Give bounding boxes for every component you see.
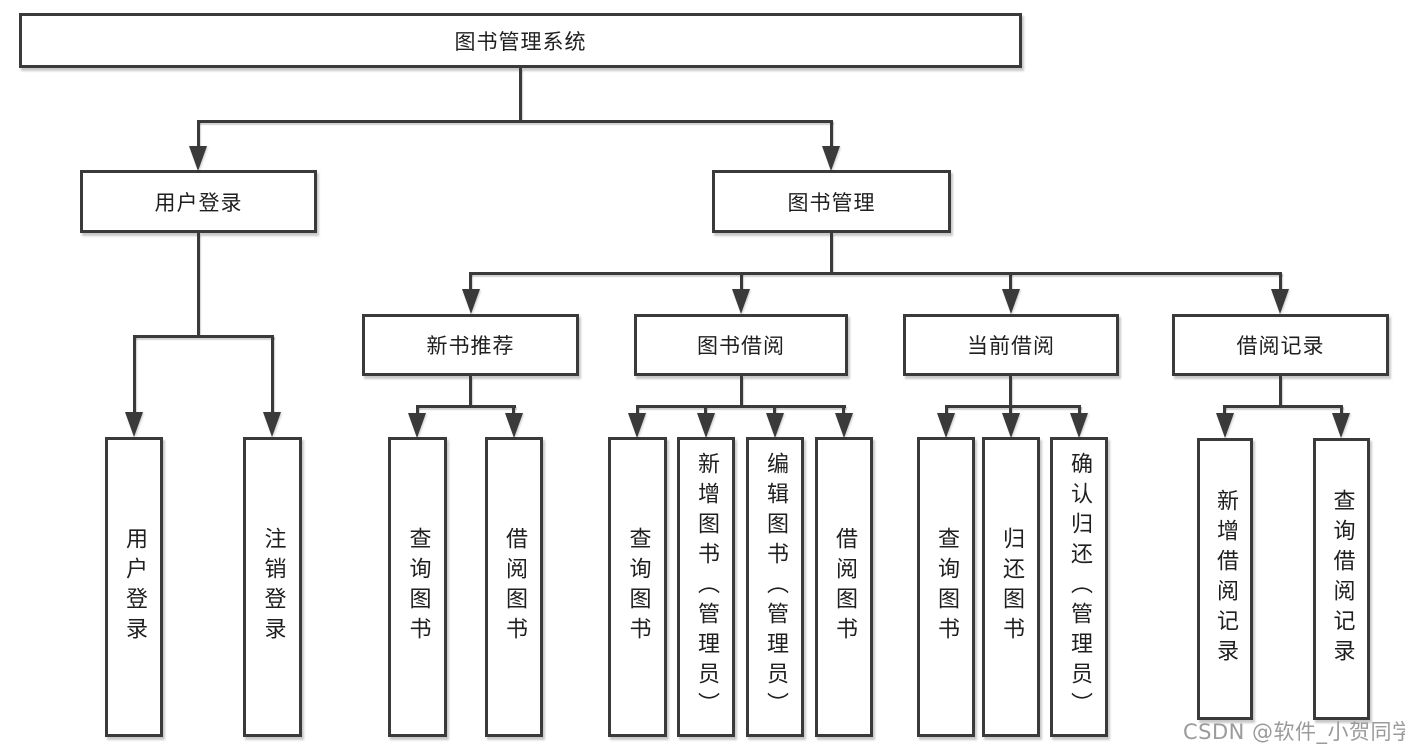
arrowhead-icon — [263, 412, 281, 437]
arrowhead-icon — [1332, 413, 1350, 438]
arrowhead-icon — [505, 413, 523, 438]
arrowhead-icon — [408, 413, 426, 438]
connector-line — [945, 405, 948, 413]
node-leaf-user-login: 用户登录 — [105, 437, 163, 737]
connector-line — [197, 233, 200, 335]
leaf-label: 确认归还（管理员） — [1067, 452, 1092, 722]
leaf-label: 新增借阅记录 — [1213, 489, 1238, 669]
arrowhead-icon — [462, 289, 480, 314]
node-leaf-add-book-admin: 新增图书（管理员） — [677, 437, 735, 737]
arrowhead-icon — [822, 146, 840, 171]
node-book-management: 图书管理 — [712, 170, 951, 233]
connector-line — [1223, 405, 1343, 408]
node-user-login: 用户登录 — [80, 170, 317, 233]
connector-line — [133, 335, 136, 412]
connector-line — [416, 405, 516, 408]
leaf-label: 查询图书 — [405, 527, 431, 647]
connector-line — [740, 272, 743, 289]
connector-line — [1279, 272, 1282, 289]
node-leaf-logout: 注销登录 — [243, 437, 302, 737]
connector-line — [636, 405, 846, 408]
node-leaf-query-books-current: 查询图书 — [917, 437, 975, 737]
node-new-book-recommendation: 新书推荐 — [362, 314, 579, 376]
leaf-label: 借阅图书 — [502, 527, 527, 647]
connector-line — [469, 376, 472, 405]
node-book-borrowing: 图书借阅 — [634, 314, 848, 376]
arrowhead-icon — [732, 289, 750, 314]
node-leaf-borrow-books-recommend: 借阅图书 — [485, 437, 543, 737]
arrowhead-icon — [1002, 413, 1020, 438]
node-leaf-query-books-recommend: 查询图书 — [388, 437, 447, 737]
leaf-label: 用户登录 — [122, 527, 147, 647]
leaf-label: 查询图书 — [934, 527, 959, 647]
node-leaf-edit-book-admin: 编辑图书（管理员） — [746, 437, 804, 737]
connector-line — [133, 335, 274, 338]
connector-line — [271, 335, 274, 412]
arrowhead-icon — [937, 413, 955, 438]
connector-line — [830, 233, 833, 272]
connector-line — [1009, 272, 1012, 289]
node-leaf-query-borrow-record: 查询借阅记录 — [1313, 438, 1370, 720]
connector-line — [1223, 405, 1226, 413]
node-leaf-borrow-books: 借阅图书 — [815, 437, 873, 737]
connector-line — [842, 405, 845, 413]
connector-line — [512, 405, 515, 413]
connector-line — [416, 405, 419, 413]
connector-line — [1009, 405, 1012, 413]
arrowhead-icon — [628, 413, 646, 438]
node-leaf-return-book: 归还图书 — [982, 437, 1040, 737]
leaf-label: 编辑图书（管理员） — [763, 452, 788, 722]
arrowhead-icon — [189, 146, 207, 171]
connector-line — [197, 120, 833, 123]
arrowhead-icon — [1271, 289, 1289, 314]
arrowhead-icon — [1002, 289, 1020, 314]
connector-line — [704, 405, 707, 413]
connector-line — [636, 405, 639, 413]
node-book-management-system: 图书管理系统 — [19, 13, 1022, 68]
leaf-label: 注销登录 — [260, 527, 286, 647]
connector-line — [1279, 376, 1282, 405]
node-leaf-add-borrow-record: 新增借阅记录 — [1197, 438, 1253, 720]
connector-line — [469, 272, 472, 289]
connector-line — [740, 376, 743, 405]
connector-line — [1340, 405, 1343, 413]
node-borrowing-records: 借阅记录 — [1172, 314, 1389, 376]
connector-line — [773, 405, 776, 413]
leaf-label: 借阅图书 — [832, 527, 857, 647]
leaf-label: 新增图书（管理员） — [694, 452, 719, 722]
connector-line — [519, 68, 522, 120]
connector-line — [830, 120, 833, 146]
arrowhead-icon — [125, 412, 143, 437]
arrowhead-icon — [1216, 413, 1234, 438]
leaf-label: 查询图书 — [625, 527, 651, 647]
arrowhead-icon — [835, 413, 853, 438]
arrowhead-icon — [766, 413, 784, 438]
arrowhead-icon — [697, 413, 715, 438]
connector-line — [469, 272, 1282, 275]
connector-line — [1078, 405, 1081, 413]
node-leaf-query-books-borrow: 查询图书 — [608, 437, 667, 737]
leaf-label: 归还图书 — [999, 527, 1024, 647]
leaf-label: 查询借阅记录 — [1329, 489, 1355, 669]
connector-line — [945, 405, 1081, 408]
node-current-borrowing: 当前借阅 — [903, 314, 1119, 376]
node-leaf-confirm-return-admin: 确认归还（管理员） — [1050, 437, 1108, 737]
connector-line — [1009, 376, 1012, 405]
watermark: CSDN @软件_小贺同学 — [1183, 720, 1405, 744]
arrowhead-icon — [1070, 413, 1088, 438]
connector-line — [197, 120, 200, 146]
